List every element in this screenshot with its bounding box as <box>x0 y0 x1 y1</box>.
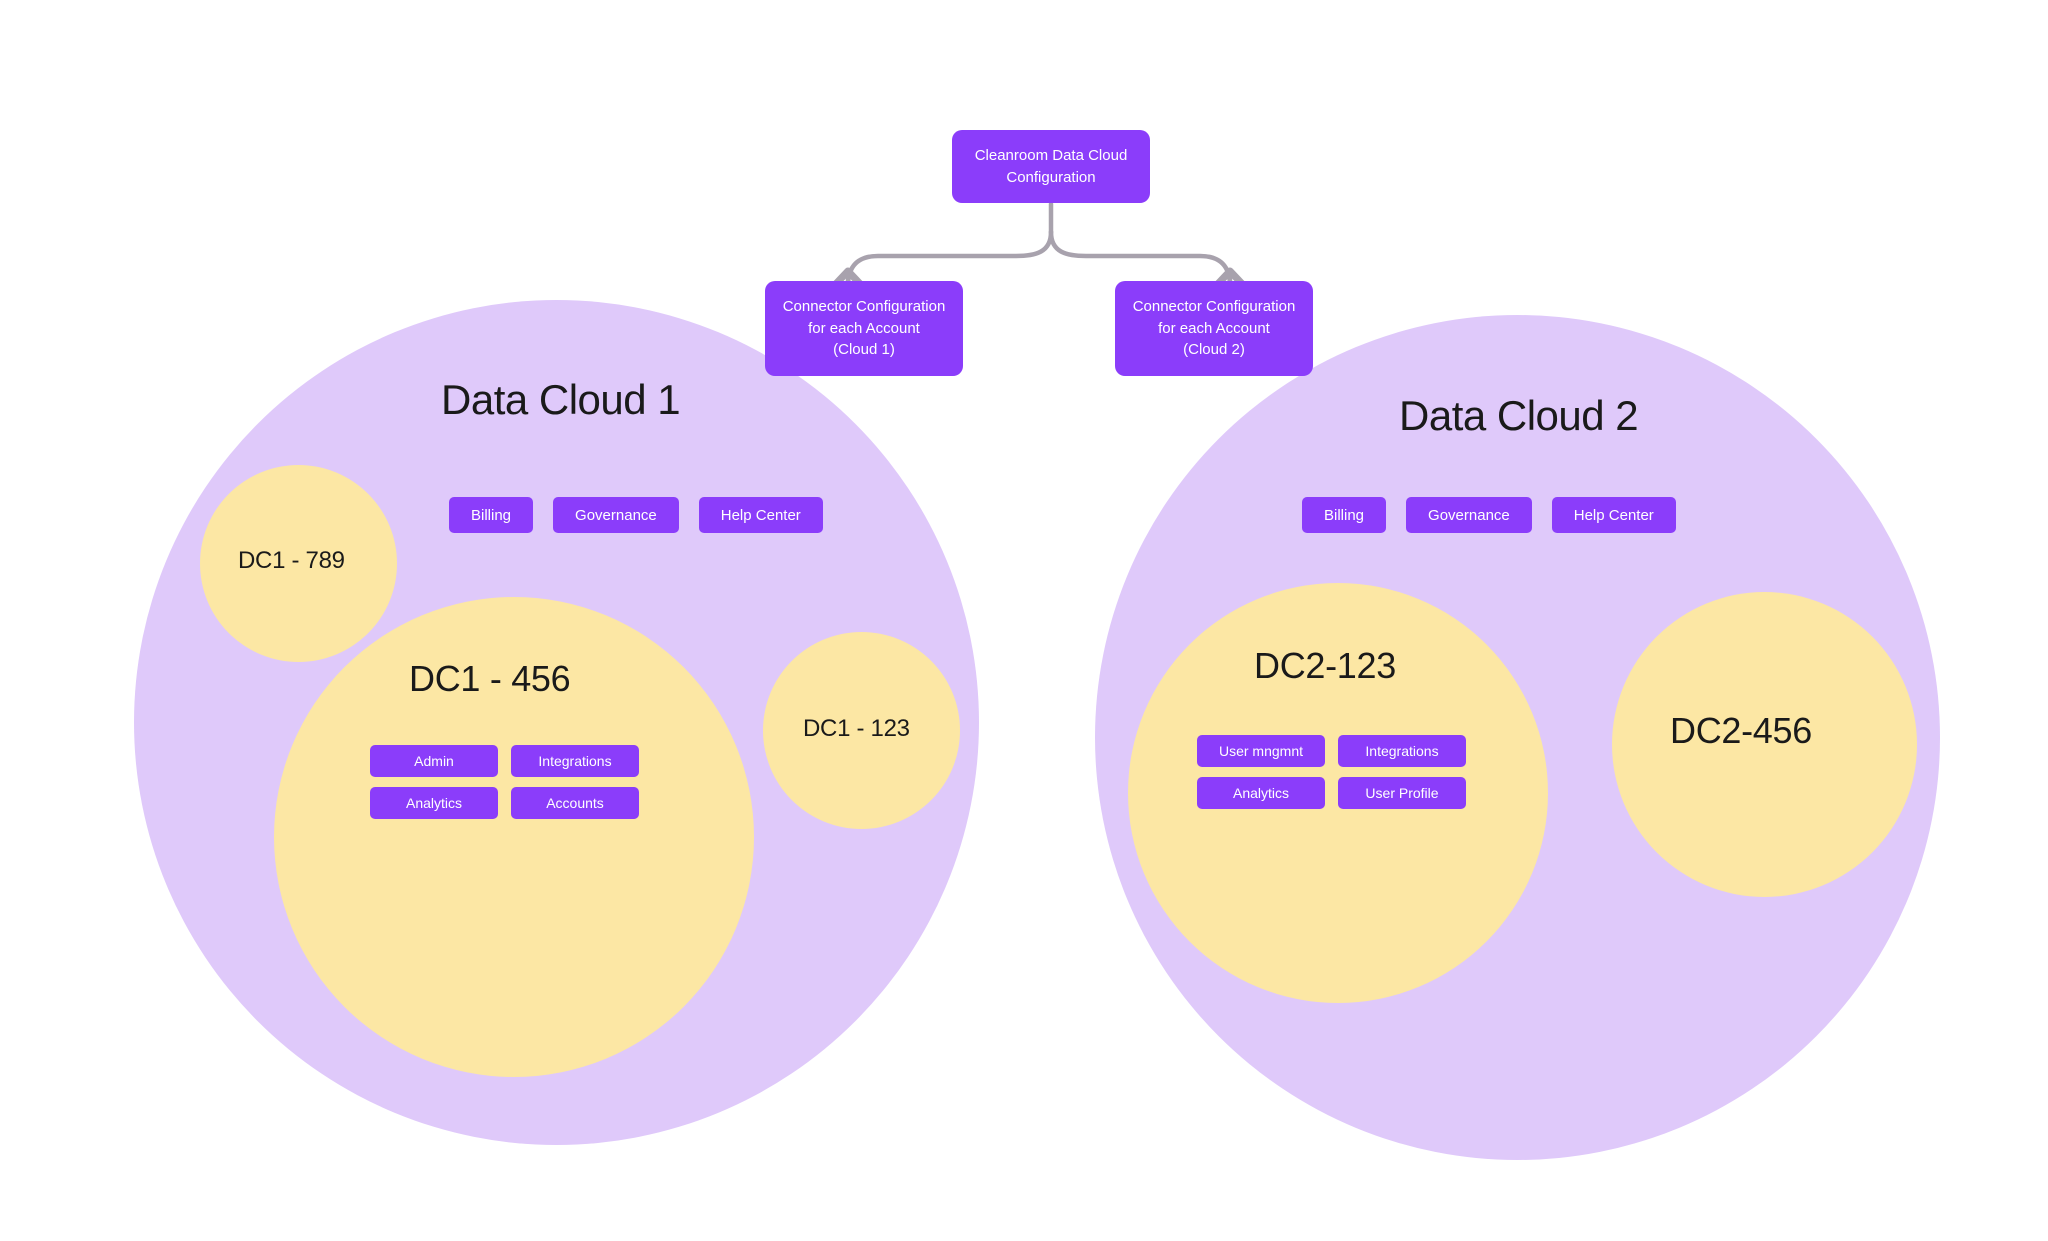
pill-analytics-dc1-456[interactable]: Analytics <box>370 787 498 819</box>
data-cloud-2-title: Data Cloud 2 <box>1399 392 1639 439</box>
pill-user-mngmnt-dc2-123[interactable]: User mngmnt <box>1197 735 1325 767</box>
account-circle-dc1-456[interactable] <box>274 597 754 1077</box>
account-circle-dc1-123[interactable] <box>763 632 960 829</box>
account-label-dc2-123: DC2-123 <box>1254 645 1396 686</box>
connector-config-box-cloud2[interactable]: Connector Configuration for each Account… <box>1115 281 1313 376</box>
connector-config-label-cloud2: Connector Configuration for each Account… <box>1132 297 1296 359</box>
pill-governance-cloud1[interactable]: Governance <box>553 497 679 533</box>
pill-help-center-cloud2[interactable]: Help Center <box>1551 497 1676 533</box>
account-pill-grid-dc1-456: Admin Integrations Analytics Accounts <box>370 745 639 819</box>
pill-integrations-dc1-456[interactable]: Integrations <box>511 745 639 777</box>
pill-help-center-cloud1[interactable]: Help Center <box>698 497 823 533</box>
data-cloud-1-title: Data Cloud 1 <box>441 376 681 423</box>
data-cloud-1-pill-row: Billing Governance Help Center <box>449 497 823 533</box>
connector-branch-cloud2 <box>1048 229 1230 286</box>
pill-billing-cloud1[interactable]: Billing <box>449 497 534 533</box>
connector-branch-cloud1 <box>848 229 1054 286</box>
pill-billing-cloud2[interactable]: Billing <box>1302 497 1387 533</box>
pill-analytics-dc2-123[interactable]: Analytics <box>1197 777 1325 809</box>
account-circle-dc2-456[interactable] <box>1612 592 1917 897</box>
data-cloud-2-pill-row: Billing Governance Help Center <box>1302 497 1676 533</box>
pill-admin-dc1-456[interactable]: Admin <box>370 745 498 777</box>
pill-integrations-dc2-123[interactable]: Integrations <box>1338 735 1466 767</box>
root-config-box[interactable]: Cleanroom Data Cloud Configuration <box>952 130 1150 203</box>
account-circle-dc1-789[interactable] <box>200 465 397 662</box>
account-pill-grid-dc2-123: User mngmnt Integrations Analytics User … <box>1197 735 1466 809</box>
connector-config-label-cloud1: Connector Configuration for each Account… <box>782 297 946 359</box>
account-label-dc1-789: DC1 - 789 <box>238 547 345 574</box>
account-label-dc1-123: DC1 - 123 <box>803 715 910 742</box>
pill-user-profile-dc2-123[interactable]: User Profile <box>1338 777 1466 809</box>
account-label-dc2-456: DC2-456 <box>1670 710 1812 751</box>
pill-accounts-dc1-456[interactable]: Accounts <box>511 787 639 819</box>
root-config-label: Cleanroom Data Cloud Configuration <box>974 146 1128 186</box>
account-label-dc1-456: DC1 - 456 <box>409 658 571 699</box>
pill-governance-cloud2[interactable]: Governance <box>1406 497 1532 533</box>
connector-config-box-cloud1[interactable]: Connector Configuration for each Account… <box>765 281 963 376</box>
